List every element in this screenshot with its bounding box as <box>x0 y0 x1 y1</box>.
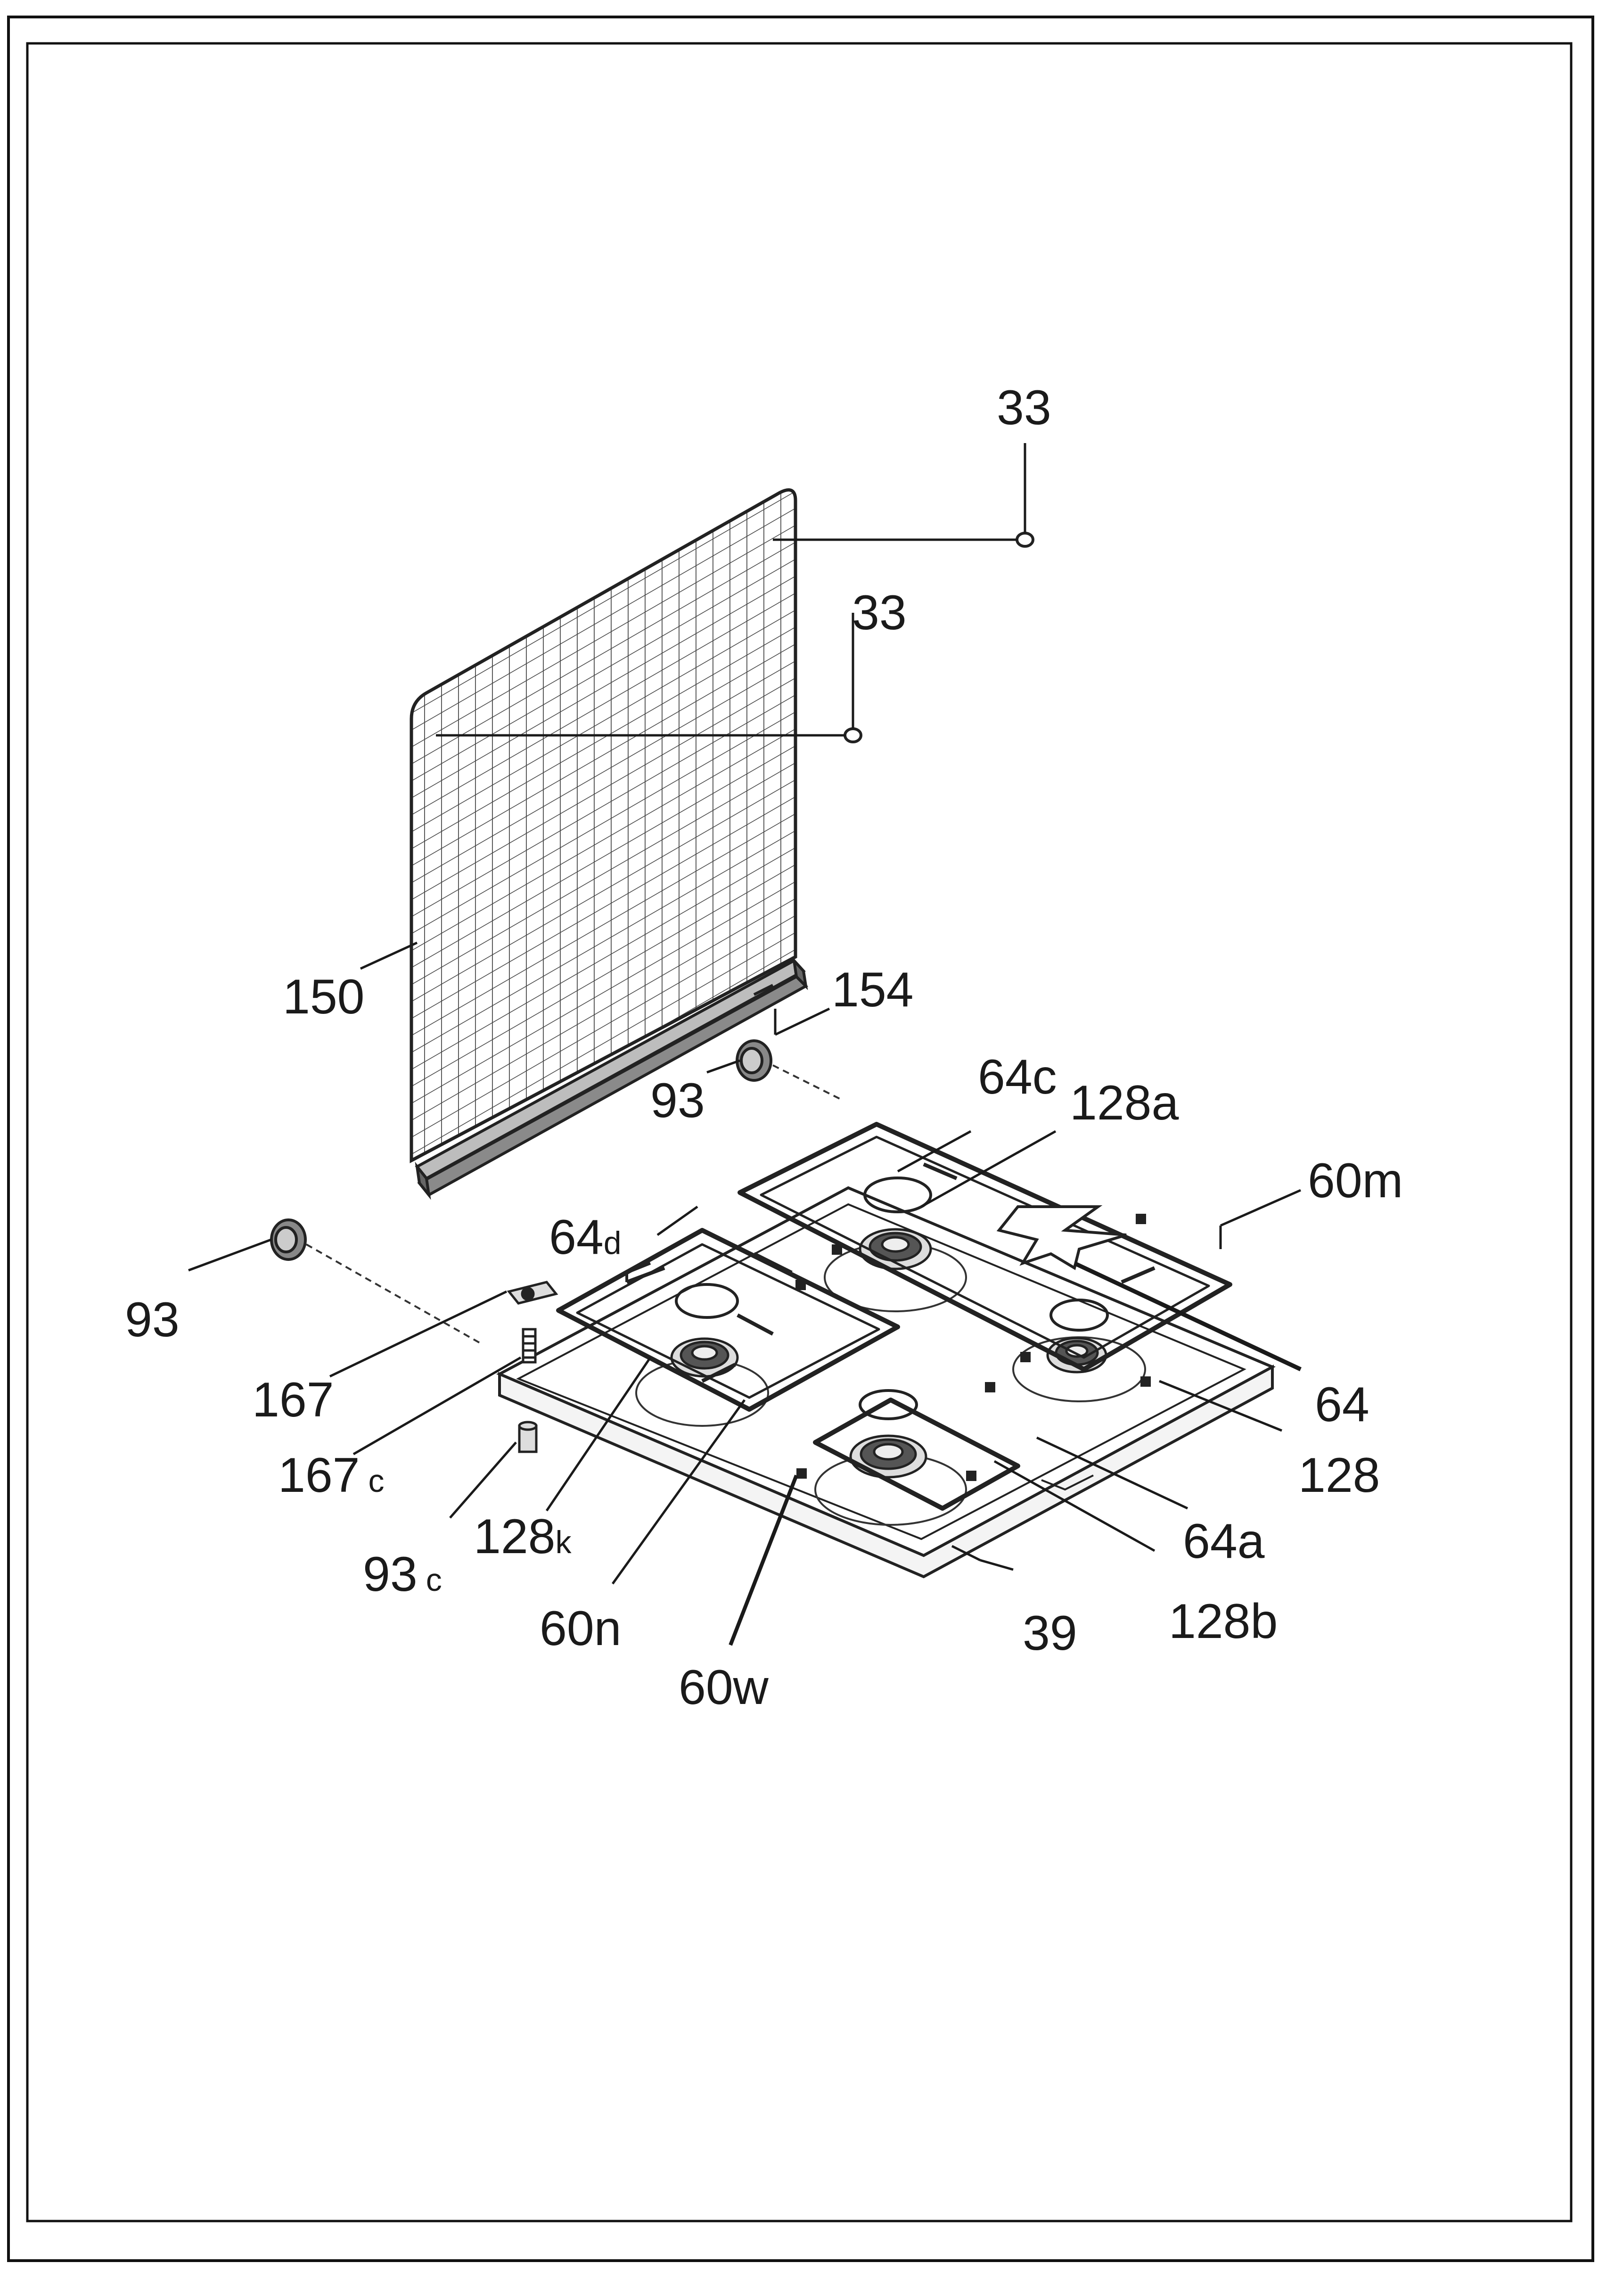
label-64c: 64c <box>978 1050 1057 1104</box>
mesh-panel <box>410 488 797 1163</box>
label-128k-main: 128 <box>474 1509 556 1564</box>
label-64d-main: 64 <box>549 1210 604 1265</box>
label-60w: 60w <box>679 1660 769 1715</box>
knob-left <box>270 1218 307 1261</box>
dashed-alignment-lines <box>306 1064 844 1344</box>
label-128: 128 <box>1298 1448 1380 1503</box>
knob-right <box>736 1039 772 1082</box>
label-93-right: 93 <box>650 1073 705 1128</box>
label-167: 167 <box>252 1373 334 1427</box>
fixing-33-mid <box>844 727 862 743</box>
thermocouple-167 <box>507 1281 558 1305</box>
label-33-top: 33 <box>997 380 1051 435</box>
label-64d-sub: d <box>604 1225 622 1261</box>
label-60m: 60m <box>1308 1153 1403 1208</box>
leader-lines <box>188 443 1302 1646</box>
label-60n: 60n <box>540 1601 622 1656</box>
inner-border <box>26 42 1573 2222</box>
label-64a: 64a <box>1183 1514 1265 1569</box>
label-93c-main: 93 <box>363 1547 418 1602</box>
label-33-mid: 33 <box>852 585 907 640</box>
pan-support-center <box>813 1389 1020 1511</box>
burner-rear-left <box>859 1228 932 1270</box>
label-64d: 64d <box>549 1210 622 1265</box>
label-167c-sub: c <box>369 1463 385 1499</box>
label-64: 64 <box>1315 1377 1369 1432</box>
fixing-33-top <box>1016 532 1034 548</box>
label-93-left: 93 <box>125 1292 180 1347</box>
pan-support-left <box>556 1228 900 1412</box>
rail <box>415 956 808 1200</box>
outer-border <box>7 16 1594 2262</box>
pan-support-right <box>738 1122 1232 1372</box>
label-128a: 128a <box>1070 1076 1179 1130</box>
burner-front-right <box>849 1434 927 1479</box>
knob-spindle-93c <box>518 1421 538 1453</box>
label-128k: 128k <box>474 1509 572 1564</box>
burner-front-left <box>670 1337 739 1378</box>
label-128k-sub: k <box>556 1524 572 1560</box>
screw-points <box>795 1214 1151 1481</box>
part-labels: 33 33 150 154 93 64c 128a 60m 64d 93 167… <box>125 380 1403 1715</box>
label-150: 150 <box>283 970 365 1024</box>
label-167c-main: 167 <box>278 1448 360 1503</box>
label-93c-sub: c <box>426 1562 442 1598</box>
wok-support-star <box>996 1205 1127 1270</box>
spring-167c <box>522 1328 537 1364</box>
label-154: 154 <box>832 963 914 1017</box>
label-39: 39 <box>1023 1606 1077 1661</box>
label-128b: 128b <box>1169 1594 1278 1649</box>
